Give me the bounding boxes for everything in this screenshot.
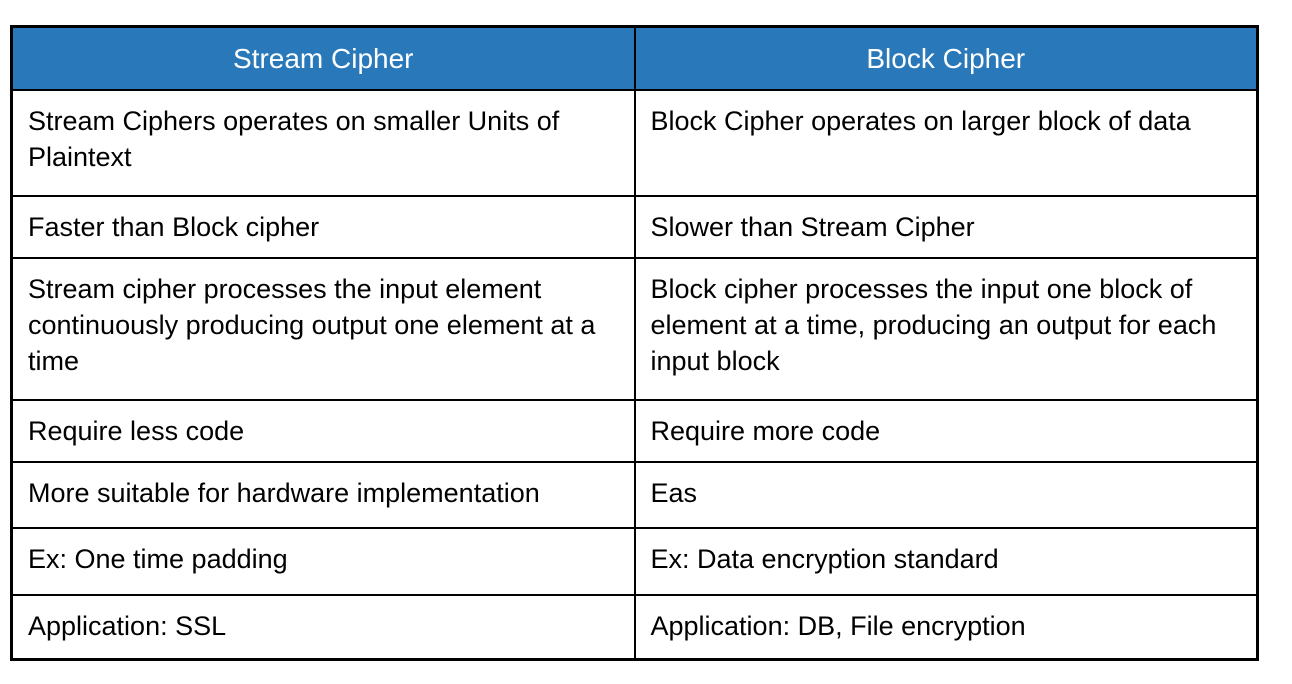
stream-cipher-cell: Ex: One time padding: [10, 527, 636, 596]
block-cipher-cell: Eas: [633, 461, 1259, 529]
block-cipher-cell: Block Cipher operates on larger block of…: [633, 89, 1259, 197]
stream-cipher-cell: Require less code: [10, 399, 636, 463]
header-row: Stream Cipher Block Cipher: [10, 25, 1259, 91]
table-row: Stream Ciphers operates on smaller Units…: [10, 89, 1259, 197]
block-cipher-cell: Require more code: [633, 399, 1259, 463]
block-cipher-cell: Application: DB, File encryption: [633, 594, 1259, 660]
table-row: Stream cipher processes the input elemen…: [10, 257, 1259, 401]
header-block-cipher: Block Cipher: [633, 25, 1259, 91]
block-cipher-cell: Slower than Stream Cipher: [633, 195, 1259, 259]
block-cipher-cell: Ex: Data encryption standard: [633, 527, 1259, 596]
table-row: Require less code Require more code: [10, 399, 1259, 463]
table-row: Faster than Block cipher Slower than Str…: [10, 195, 1259, 259]
block-cipher-cell: Block cipher processes the input one blo…: [633, 257, 1259, 401]
stream-cipher-cell: Faster than Block cipher: [10, 195, 636, 259]
table-row: Ex: One time padding Ex: Data encryption…: [10, 527, 1259, 596]
stream-cipher-cell: Application: SSL: [10, 594, 636, 660]
stream-cipher-cell: More suitable for hardware implementatio…: [10, 461, 636, 529]
cipher-comparison-table: Stream Cipher Block Cipher Stream Cipher…: [10, 25, 1259, 661]
stream-cipher-cell: Stream Ciphers operates on smaller Units…: [10, 89, 636, 197]
stream-cipher-cell: Stream cipher processes the input elemen…: [10, 257, 636, 401]
table-row: Application: SSL Application: DB, File e…: [10, 594, 1259, 660]
table-row: More suitable for hardware implementatio…: [10, 461, 1259, 529]
header-stream-cipher: Stream Cipher: [10, 25, 636, 91]
